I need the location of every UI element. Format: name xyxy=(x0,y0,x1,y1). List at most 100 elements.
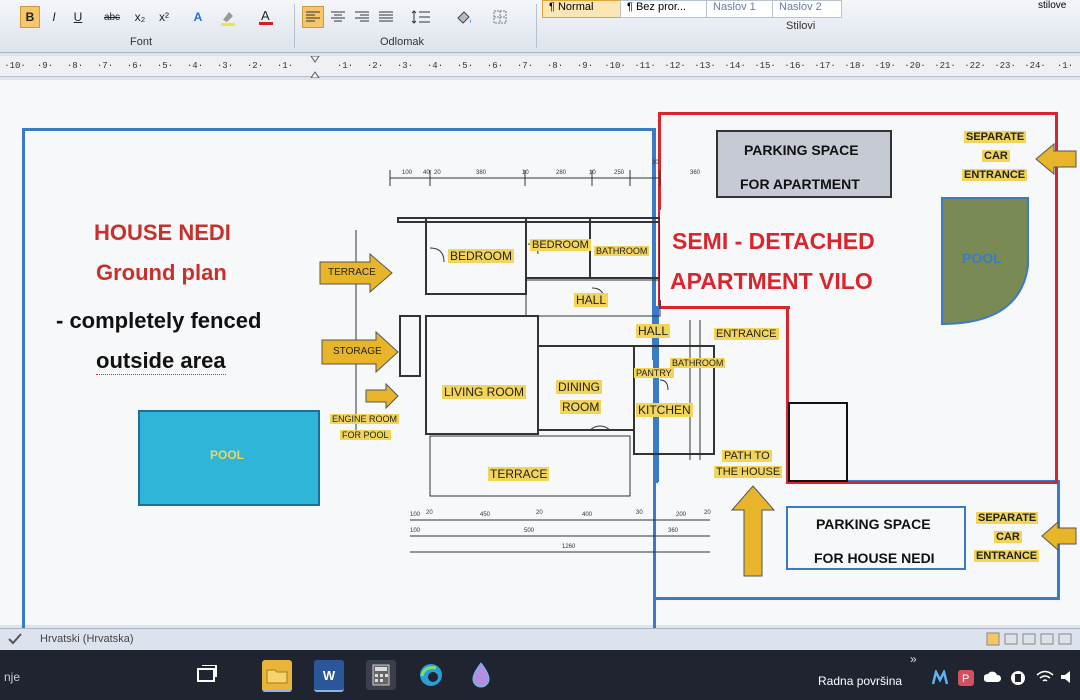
svg-text:400: 400 xyxy=(582,512,593,518)
tray-app-p-icon[interactable]: P xyxy=(958,670,974,689)
subscript-button[interactable]: x₂ xyxy=(134,10,146,24)
status-bar: Hrvatski (Hrvatska) xyxy=(0,628,1080,651)
superscript-button[interactable]: x² xyxy=(159,10,169,24)
shading-icon[interactable] xyxy=(454,6,474,28)
storage-arrow-label: STORAGE xyxy=(333,346,382,357)
align-left-icon[interactable] xyxy=(302,6,324,28)
svg-text:450: 450 xyxy=(480,512,491,518)
plan-title: HOUSE NEDI xyxy=(94,220,231,245)
wifi-icon[interactable] xyxy=(1036,670,1054,687)
horizontal-ruler[interactable]: ·10··9··8··7··6··5··4··3··2··1··1··2··3·… xyxy=(0,56,1080,77)
align-right-icon[interactable] xyxy=(352,6,372,28)
svg-text:30: 30 xyxy=(636,510,643,516)
style-heading-1[interactable]: Naslov 1 xyxy=(706,0,776,18)
svg-text:A: A xyxy=(261,8,270,23)
view-print-layout-icon[interactable] xyxy=(986,632,1076,649)
room-label-dining-1: DINING xyxy=(556,380,602,394)
volume-icon[interactable] xyxy=(1060,670,1078,687)
path-arrow-icon xyxy=(730,485,776,577)
svg-text:10: 10 xyxy=(522,170,529,176)
room-label-entrance: ENTRANCE xyxy=(714,328,779,340)
apartment-boundary-step xyxy=(656,306,790,309)
svg-text:30: 30 xyxy=(652,160,659,166)
separate-entrance-bottom-1: SEPARATE xyxy=(976,512,1039,524)
ribbon-separator xyxy=(294,4,295,48)
parking-apartment-line1: PARKING SPACE xyxy=(744,142,859,158)
ribbon-separator xyxy=(536,4,537,48)
svg-text:10: 10 xyxy=(589,170,596,176)
engine-arrow-icon xyxy=(365,382,399,410)
highlight-icon[interactable] xyxy=(218,6,238,28)
desktop-toolbar-label[interactable]: Radna površina xyxy=(818,674,903,688)
tray-app-m-icon[interactable] xyxy=(931,668,949,689)
text-effects-icon[interactable]: A xyxy=(193,10,203,24)
svg-text:P: P xyxy=(962,673,969,685)
apartment-parking-square xyxy=(788,402,848,482)
document-page[interactable]: HOUSE NEDI Ground plan - completely fenc… xyxy=(0,80,1080,650)
underline-button[interactable]: U xyxy=(73,10,83,24)
separate-entrance-top-1: SEPARATE xyxy=(964,131,1027,143)
align-center-icon[interactable] xyxy=(328,6,348,28)
tray-app-circle-icon[interactable] xyxy=(1010,670,1026,689)
style-no-spacing[interactable]: ¶ Bez pror... xyxy=(620,0,710,18)
svg-text:20: 20 xyxy=(704,510,711,516)
line-spacing-icon[interactable] xyxy=(410,6,432,28)
svg-text:280: 280 xyxy=(556,170,567,176)
apartment-title-line2: APARTMENT VILO xyxy=(670,268,873,294)
svg-text:250: 250 xyxy=(614,170,625,176)
parking-apartment-box: PARKING SPACE FOR APARTMENT xyxy=(716,130,892,198)
engine-room-label-line1: ENGINE ROOM xyxy=(330,414,400,424)
apartment-title-line1: SEMI - DETACHED xyxy=(672,228,875,254)
path-label-line1: PATH TO xyxy=(722,450,772,462)
svg-text:100: 100 xyxy=(410,512,421,518)
svg-text:100: 100 xyxy=(410,528,421,534)
room-label-pantry: PANTRY xyxy=(634,368,674,378)
svg-text:360: 360 xyxy=(668,528,679,534)
svg-text:20: 20 xyxy=(434,170,441,176)
task-view-icon[interactable] xyxy=(192,660,222,690)
plan-note-line1: - completely fenced xyxy=(56,308,262,333)
onedrive-icon[interactable] xyxy=(983,670,1002,687)
font-group-label: Font xyxy=(130,36,153,48)
room-label-bathroom-2: BATHROOM xyxy=(670,358,726,368)
svg-text:200: 200 xyxy=(676,512,687,518)
paint-drop-icon[interactable] xyxy=(466,660,496,690)
italic-button[interactable]: I xyxy=(52,10,56,24)
house-boundary-top xyxy=(22,128,656,131)
parking-house-line2: FOR HOUSE NEDI xyxy=(814,550,935,566)
style-heading-2[interactable]: Naslov 2 xyxy=(772,0,842,18)
svg-text:380: 380 xyxy=(476,170,487,176)
style-normal[interactable]: ¶ Normal xyxy=(542,0,624,18)
borders-icon[interactable] xyxy=(490,6,510,28)
taskbar-overflow-chevron[interactable]: » xyxy=(910,652,917,666)
separate-entrance-top-3: ENTRANCE xyxy=(962,169,1028,181)
calculator-icon[interactable] xyxy=(366,660,396,690)
language-indicator[interactable]: Hrvatski (Hrvatska) xyxy=(40,633,134,645)
proofing-icon[interactable] xyxy=(8,633,22,648)
edge-browser-icon[interactable] xyxy=(416,660,446,690)
room-label-bedroom-1: BEDROOM xyxy=(448,249,515,263)
pool-right-label: POOL xyxy=(962,250,1002,266)
room-label-terrace: TERRACE xyxy=(488,467,550,481)
pool-left-label: POOL xyxy=(210,448,245,462)
indent-marker-icon[interactable] xyxy=(310,55,320,79)
separate-entrance-bottom-2: CAR xyxy=(994,531,1022,543)
change-styles-label[interactable]: stilove xyxy=(1038,0,1067,11)
room-label-bathroom-1: BATHROOM xyxy=(594,246,650,256)
svg-text:20: 20 xyxy=(426,510,433,516)
styles-group-label: Stilovi xyxy=(786,20,816,32)
strikethrough-button[interactable]: abc xyxy=(103,11,121,23)
terrace-arrow-icon xyxy=(319,252,393,294)
svg-text:500: 500 xyxy=(524,528,535,534)
bold-button[interactable]: B xyxy=(20,6,40,28)
engine-room-label-line2: FOR POOL xyxy=(340,430,391,440)
taskbar-left-text: nje xyxy=(4,670,21,684)
separate-entrance-top-2: CAR xyxy=(982,150,1010,162)
justify-icon[interactable] xyxy=(376,6,396,28)
font-color-icon[interactable]: A xyxy=(256,6,276,28)
parking-apartment-line2: FOR APARTMENT xyxy=(740,176,860,192)
file-explorer-icon[interactable] xyxy=(262,660,292,692)
room-label-dining-2: ROOM xyxy=(560,400,602,414)
room-label-kitchen: KITCHEN xyxy=(636,403,693,417)
word-icon[interactable]: W xyxy=(314,660,344,692)
